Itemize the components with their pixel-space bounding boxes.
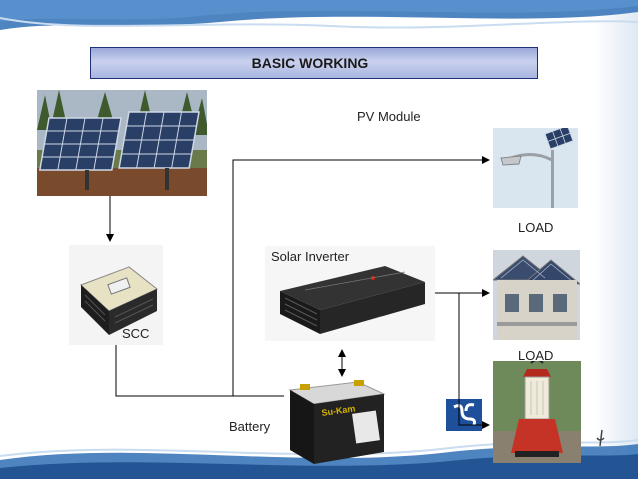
load-mid-label: LOAD — [518, 348, 554, 363]
house-image — [493, 250, 580, 340]
load-top-label: LOAD — [518, 220, 554, 235]
battery-label: Battery — [229, 419, 271, 434]
street-light-image — [493, 128, 578, 208]
title-banner: BASIC WORKING — [90, 47, 538, 79]
solar-inverter-image — [265, 246, 435, 341]
solar-inverter-label: Solar Inverter — [271, 249, 350, 264]
solar-lantern-image — [493, 361, 581, 463]
company-logo — [446, 399, 482, 431]
pv-module-image — [37, 90, 207, 196]
top-wave-decoration — [0, 0, 638, 30]
battery-brand-text: Su-Kam — [321, 403, 356, 418]
pv-module-label: PV Module — [357, 109, 421, 124]
page-title: BASIC WORKING — [251, 55, 369, 71]
arrow-to-street-light — [232, 156, 490, 396]
line-scc-to-battery — [115, 345, 284, 397]
scc-label: SCC — [122, 326, 150, 341]
battery-image: Su-Kam — [288, 380, 386, 464]
scc-image — [69, 245, 163, 345]
arrow-inverter-to-lantern — [458, 293, 490, 429]
right-edge-glyph — [596, 429, 605, 447]
